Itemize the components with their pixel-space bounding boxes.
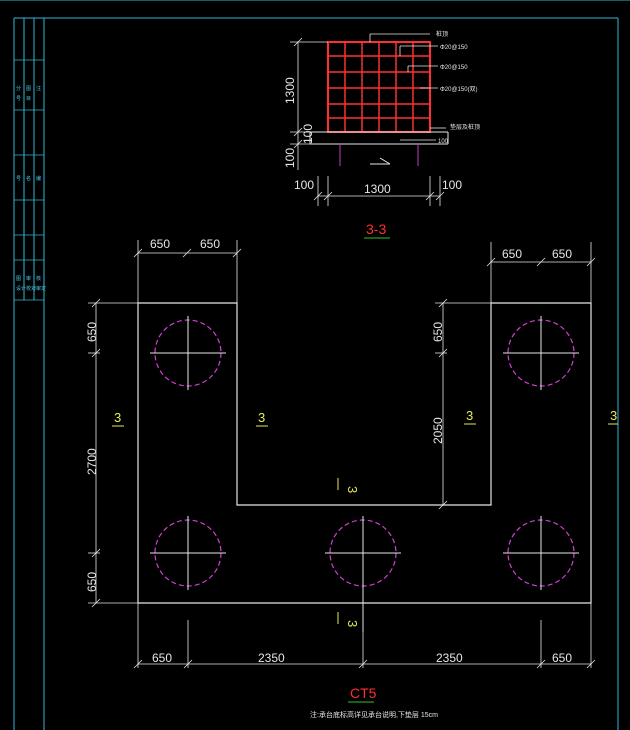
left-dim-2: 2700 (85, 448, 99, 475)
rebar-label-5: 垫层及桩顶 (450, 123, 480, 131)
tb-cell-7: 名 (26, 175, 31, 182)
bottom-dim-line (133, 620, 596, 669)
rebar-label-1: 桩顶 (436, 30, 448, 38)
top-left-dim-1: 650 (150, 237, 170, 251)
pile-bottom-center (325, 516, 401, 632)
tb-cell-4: 号 (16, 96, 21, 102)
left-dim-1: 650 (85, 322, 99, 342)
pile-bottom-left (150, 516, 226, 590)
title-block (14, 59, 44, 301)
bottom-dim-1: 650 (152, 651, 172, 665)
top-left-dim-line (133, 248, 242, 258)
section-marks: 3 3 3 3 3 3 (112, 408, 618, 627)
section-mark-right: 3 (610, 408, 617, 423)
pile-top-left (150, 316, 226, 390)
top-right-dim-2: 650 (552, 247, 572, 261)
section-height-dim: 1300 (283, 77, 297, 104)
section-title: 3-3 (366, 221, 386, 237)
inner-right-dim-2: 2050 (431, 417, 445, 444)
title-block-text: 分 图 注 号 目 号 名 编 图 审 核 设计 校对 审定 (16, 85, 46, 292)
bottom-dim-2: 2350 (258, 651, 285, 665)
rebar-label-3: Φ20@150 (440, 65, 468, 71)
section-base (309, 131, 449, 166)
top-left-dim-2: 650 (200, 237, 220, 251)
tb-cell-13: 校对 (26, 285, 36, 292)
tb-cell-11: 核 (36, 275, 41, 282)
tb-cell-8: 编 (36, 175, 41, 182)
top-right-dim-line (486, 257, 596, 267)
bottom-dim-3: 2350 (436, 651, 463, 665)
rebar-leaders (369, 33, 446, 141)
tb-cell-2: 图 (26, 86, 31, 92)
section-mark-mid: 3 (345, 486, 360, 493)
section-width-dim: 1300 (364, 182, 391, 196)
section-sub-dim: 100 (283, 148, 297, 168)
section-right-cover: 100 (442, 178, 462, 192)
tb-cell-12: 设计 (16, 285, 26, 292)
bottom-dim-4: 650 (552, 651, 572, 665)
section-mark-inner-right: 3 (466, 408, 473, 423)
left-dim-3: 650 (85, 572, 99, 592)
rebar-label-6: 100 (438, 139, 449, 145)
rebar-grid (328, 42, 430, 132)
left-dim-line (88, 298, 101, 608)
tb-cell-1: 分 (16, 85, 21, 92)
section-3-3: 桩顶 Φ20@150 Φ20@150 Φ20@150(双) 垫层及桩顶 100 … (283, 30, 480, 239)
tb-cell-10: 审 (26, 275, 31, 282)
tb-cell-5: 目 (26, 96, 31, 102)
section-horizontal-dim (313, 176, 445, 206)
plan-ct5: 650 650 650 650 650 2350 2350 650 (85, 237, 618, 719)
piles (150, 316, 579, 632)
section-vertical-dim (290, 37, 328, 170)
inner-right-dim-1: 650 (431, 322, 445, 342)
plan-note: 注:承台底标高详见承台说明,下垫层 15cm (310, 710, 438, 719)
section-left-cover: 100 (294, 178, 314, 192)
tb-cell-3: 注 (36, 85, 41, 92)
pile-cap-outline (137, 302, 592, 604)
section-mark-inner-left: 3 (258, 410, 265, 425)
plan-extension-lines (88, 240, 592, 668)
tb-cell-14: 审定 (36, 285, 46, 292)
plan-title: CT5 (350, 685, 377, 701)
top-right-dim-1: 650 (502, 247, 522, 261)
section-cover-dim: 100 (301, 124, 315, 144)
rebar-label-2: Φ20@150 (440, 45, 468, 51)
rebar-label-4: Φ20@150(双) (440, 86, 478, 93)
section-mark-left: 3 (114, 410, 121, 425)
tb-cell-6: 号 (16, 176, 21, 182)
tb-cell-9: 图 (16, 276, 21, 282)
pile-top-right (503, 316, 579, 390)
section-mark-bottom: 3 (345, 620, 360, 627)
pile-bottom-right (503, 516, 579, 590)
inner-right-dim-line (435, 298, 448, 510)
